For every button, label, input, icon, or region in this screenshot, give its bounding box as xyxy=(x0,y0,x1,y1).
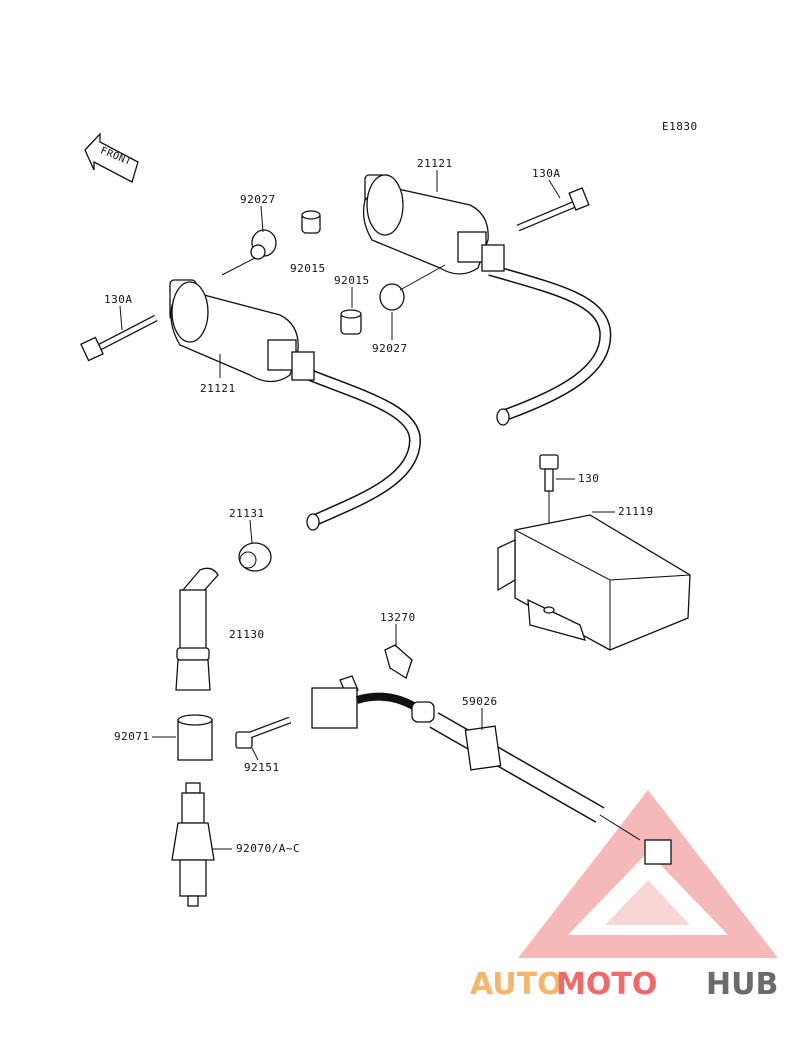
pickup-coil-harness xyxy=(311,675,672,865)
label-cap-nut: 21131 xyxy=(229,507,265,520)
label-coil-left: 21121 xyxy=(200,382,236,395)
ignition-coil-left xyxy=(169,279,422,531)
bolt-130a-left xyxy=(80,314,158,362)
label-bracket: 13270 xyxy=(380,611,416,624)
bolt-130a-right xyxy=(516,187,590,232)
label-bolt-right: 130A xyxy=(532,167,561,180)
spark-plug-cap xyxy=(175,567,219,691)
label-plug-cap: 21130 xyxy=(229,628,265,641)
watermark-hub: HUB xyxy=(706,967,778,1002)
label-spark-plug: 92070/A~C xyxy=(236,842,300,855)
label-collar-mid: 92027 xyxy=(372,342,408,355)
igniter-unit xyxy=(497,514,691,651)
bolt-130-igniter xyxy=(539,454,559,492)
label-boot: 92071 xyxy=(114,730,150,743)
label-collar-top: 92027 xyxy=(240,193,276,206)
boot-92071 xyxy=(177,714,213,761)
collar-92027-top xyxy=(250,229,277,260)
watermark-text: AUTO MOTO HUB xyxy=(470,967,778,1002)
grommet-92015-mid xyxy=(340,309,362,335)
collar-92027-mid xyxy=(379,283,405,311)
spark-plug xyxy=(171,782,215,907)
label-igniter: 21119 xyxy=(618,505,654,518)
watermark-logo xyxy=(518,790,778,958)
bracket-13270 xyxy=(384,644,413,679)
grommet-92015-top xyxy=(301,210,321,234)
label-bolt-reg: 92151 xyxy=(244,761,280,774)
label-coil-right: 21121 xyxy=(417,157,453,170)
watermark-auto: AUTO xyxy=(470,967,563,1002)
front-arrow-icon: FRONT xyxy=(84,132,139,183)
watermark-moto: MOTO xyxy=(556,967,657,1002)
label-bolt-igniter: 130 xyxy=(578,472,599,485)
plug-cap-nut xyxy=(238,542,272,572)
label-clamp: 59026 xyxy=(462,695,498,708)
diagram-code: E1830 xyxy=(662,120,698,133)
label-grommet-mid: 92015 xyxy=(334,274,370,287)
label-bolt-left: 130A xyxy=(104,293,133,306)
ignition-coil-right xyxy=(362,174,612,426)
bolt-92151 xyxy=(235,716,292,749)
label-grommet-top: 92015 xyxy=(290,262,326,275)
